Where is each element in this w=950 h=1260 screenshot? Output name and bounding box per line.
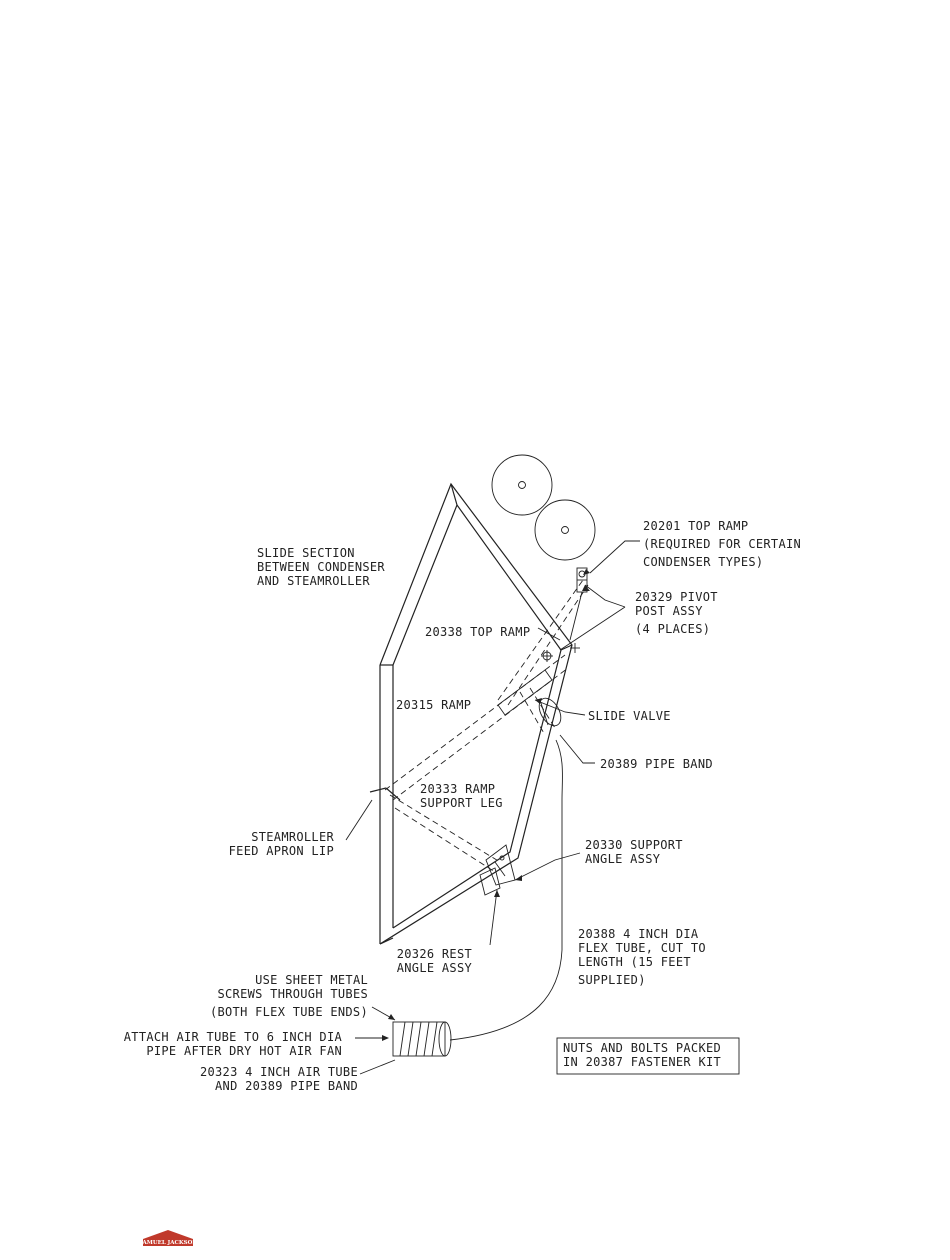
label-slide-valve: SLIDE VALVE (588, 709, 671, 723)
logo-text: SAMUEL JACKSON (139, 1240, 198, 1246)
slide-valve-part (497, 669, 553, 716)
leader-lines (345, 540, 640, 1075)
slide-section-frame (379, 482, 573, 945)
pivot-posts (541, 643, 580, 662)
label-top-ramp-20338: 20338 TOP RAMP (425, 625, 530, 639)
fastener-note-box (556, 1037, 740, 1075)
label-pipe-band: 20389 PIPE BAND (600, 757, 713, 771)
leader-arrows (382, 569, 590, 1041)
condenser-rollers (491, 454, 596, 561)
air-tube (392, 1021, 452, 1057)
label-ramp-20315: 20315 RAMP (396, 698, 471, 712)
flex-tube (449, 739, 563, 1041)
top-ramp-bracket (569, 567, 588, 641)
company-logo: SAMUEL JACKSON (139, 1230, 198, 1246)
pipe-band-upper (538, 697, 562, 727)
